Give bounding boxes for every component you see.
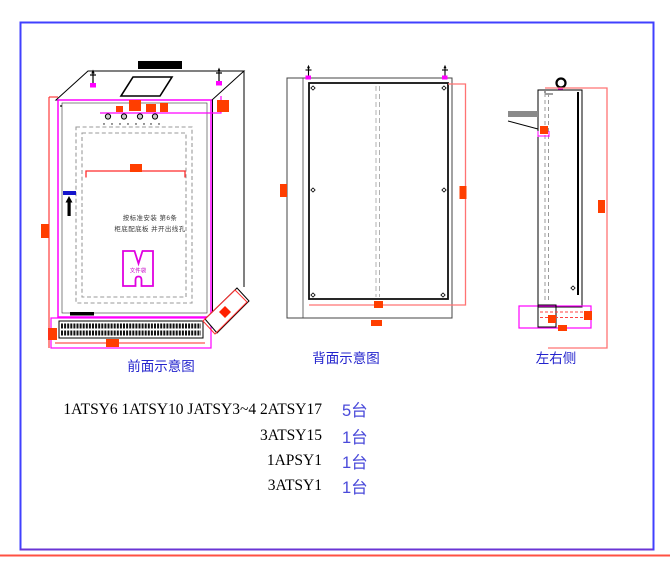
side-base	[518, 304, 592, 331]
cabinet-right-face	[212, 71, 245, 317]
front-height-dimension	[41, 96, 58, 348]
install-note-line1: 按标准安装 第6条	[123, 213, 178, 222]
side-eyebolt-ring	[555, 77, 567, 89]
door-handle	[65, 196, 73, 216]
parts-row-qty: 5台	[342, 401, 368, 420]
back-eyebolt-left	[305, 64, 312, 80]
parts-row-qty: 1台	[342, 478, 368, 497]
wall-bracket	[507, 111, 550, 137]
parts-row-codes: 3ATSY15	[260, 427, 322, 444]
parts-row-codes: 1ATSY6 1ATSY10 JATSY3~4 2ATSY17	[63, 401, 322, 418]
indicator-lights	[100, 96, 229, 125]
back-door-panel	[308, 82, 449, 300]
back-view-label: 背面示意图	[312, 350, 380, 366]
parts-row-codes: 3ATSY1	[268, 477, 322, 494]
cabinet-top-face	[54, 70, 246, 101]
back-screw-markers	[310, 85, 447, 298]
install-note-line2: 柜底配底板 并开出线孔	[114, 224, 185, 233]
mounting-panel-hidden-lines	[75, 126, 193, 304]
door-lock	[63, 191, 76, 195]
sheet-frame	[0, 21, 670, 557]
parts-row-qty: 1台	[342, 453, 368, 472]
parts-row-qty: 1台	[342, 428, 368, 447]
inner-dimension-bracket	[85, 164, 186, 178]
back-dimensions	[280, 83, 467, 326]
document-pocket-label: 文件袋	[130, 267, 147, 275]
front-view-label: 前面示意图	[127, 358, 195, 374]
lifting-eyebolt-left	[90, 69, 96, 88]
plinth-and-grille	[48, 312, 212, 349]
parts-row-codes: 1APSY1	[267, 452, 322, 469]
back-center-hidden-lines	[375, 86, 380, 297]
back-eyebolt-right	[442, 64, 448, 80]
document-pocket: 文件袋	[122, 250, 154, 287]
side-view-label: 左右侧	[536, 351, 577, 366]
side-view: 左右侧	[507, 77, 608, 366]
dimension-text-blocks-top	[116, 100, 229, 112]
parts-list: 1ATSY6 1ATSY10 JATSY3~4 2ATSY17 5台 3ATSY…	[63, 401, 367, 497]
lifting-eyebolt-right	[216, 67, 222, 86]
side-dimensions	[545, 87, 608, 349]
side-skirt	[202, 287, 250, 335]
top-label-bar	[138, 61, 182, 69]
front-view: 按标准安装 第6条 柜底配底板 并开出线孔 文件袋	[41, 61, 250, 374]
back-view: 背面示意图	[280, 64, 467, 366]
